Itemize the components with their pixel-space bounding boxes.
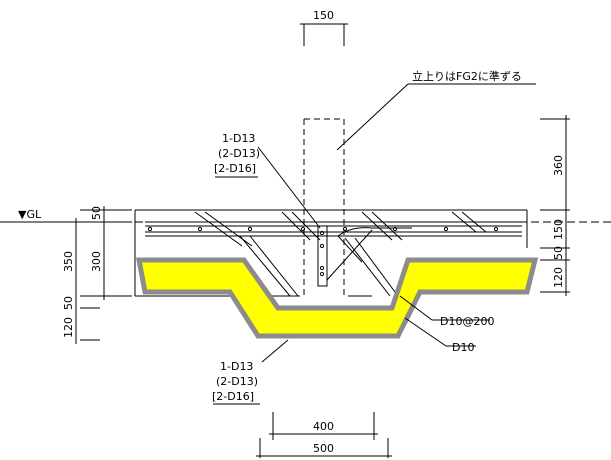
upper-bar-label-3: [2-D16] [214,162,256,175]
d10-at-200-label: D10@200 [440,315,494,328]
dim-top-150: 150 [313,9,334,22]
gl-label: ▼GL [18,208,42,221]
dim-left-120: 120 [62,317,75,338]
dim-left-300: 300 [90,251,103,272]
dim-left-50b: 50 [62,296,75,310]
note-leader [336,83,536,151]
lower-bar-label-2: (2-D13) [216,375,258,388]
right-dimensions [540,115,570,296]
dim-left-50: 50 [90,206,103,220]
d10-label: D10 [452,341,474,354]
d10-leaders [399,295,490,347]
lower-bar-leader [213,339,289,405]
rebar-dots [147,226,499,277]
dim-right-120: 120 [552,267,565,288]
center-stirrup [317,225,412,287]
bottom-dimensions [256,412,392,458]
dim-right-150: 150 [552,219,565,240]
dim-left-350: 350 [62,251,75,272]
dim-right-50: 50 [552,246,565,260]
diagonal-rebar [194,211,487,297]
dim-500: 500 [313,442,334,455]
riser-outline [303,118,345,296]
lower-bar-label-1: 1-D13 [220,360,253,373]
upper-bar-label-1: 1-D13 [222,132,255,145]
upper-bar-label-2: (2-D13) [218,147,260,160]
left-dimensions [75,206,132,344]
lower-bar-label-3: [2-D16] [212,390,254,403]
note-riser-fg2: 立上りはFG2に準ずる [412,69,522,83]
concrete-haunch [135,257,539,339]
dim-right-360: 360 [552,155,565,176]
top-dimension [300,23,348,46]
dim-400: 400 [313,420,334,433]
upper-bar-leader [215,146,321,229]
